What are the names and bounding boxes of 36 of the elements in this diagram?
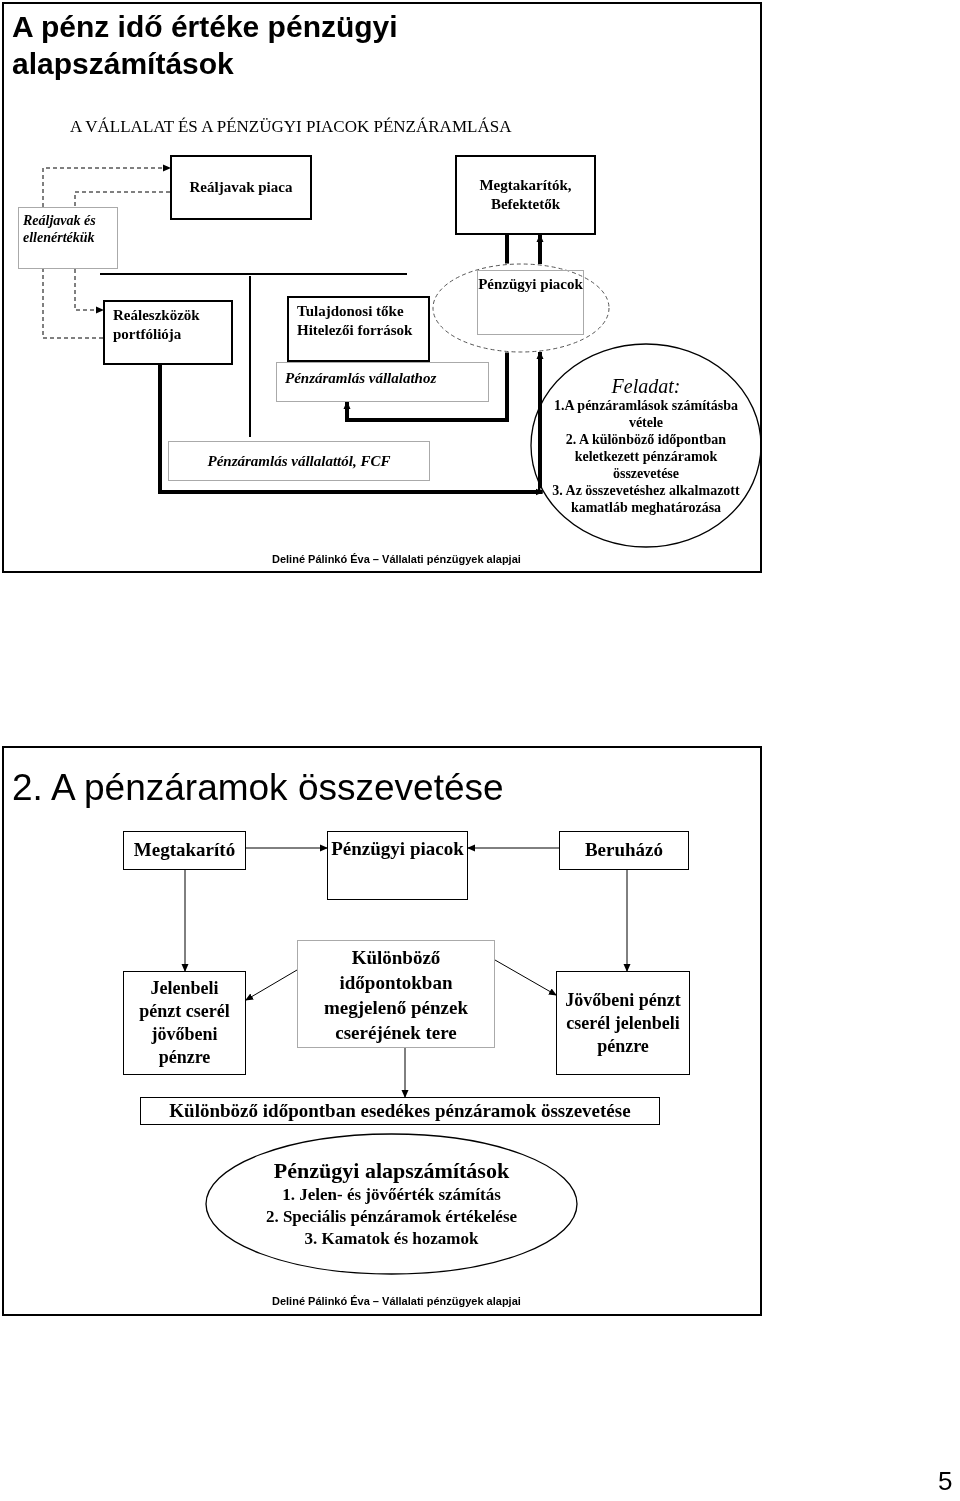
arrow xyxy=(494,959,557,996)
arrow xyxy=(158,365,544,496)
footer-text: Deliné Pálinkó Éva – Vállalati pénzügyek alapjai xyxy=(272,1294,521,1309)
process-box: Reáljavak piaca xyxy=(170,155,312,220)
page-number: 5 xyxy=(938,1465,953,1498)
flow-label-box: Pénzáramlás vállalattól, FCF xyxy=(168,441,430,481)
arrow xyxy=(623,869,631,972)
arrow xyxy=(245,969,298,1001)
arrow xyxy=(181,869,189,972)
process-box: Pénzügyi piacok xyxy=(327,831,468,900)
task-circle: Feladat: 1.A pénzáramlások számításba vétele 2. A különböző időpontban keletkezett pénzáramok összevetése 3. Az összevetéshez alkalmazott kamatláb meghatározása xyxy=(530,343,762,548)
process-box: Jövőbeni pénzt cserél jelenbeli pénzre xyxy=(556,971,690,1075)
process-box: Megtakarító xyxy=(123,831,246,870)
subtitle: A VÁLLALAT ÉS A PÉNZÜGYI PIACOK PÉNZÁRAMLÁSA xyxy=(70,116,512,138)
arrow xyxy=(536,350,544,490)
process-box: Beruházó xyxy=(559,831,689,870)
flow-label-box: Pénzáramlás vállalathoz xyxy=(276,362,489,402)
result-box: Különböző időpontban esedékes pénzáramok összevetése xyxy=(140,1097,660,1125)
dashed-arrow xyxy=(74,268,104,314)
footer-text: Deliné Pálinkó Éva – Vállalati pénzügyek alapjai xyxy=(272,552,521,567)
arrow xyxy=(343,352,509,422)
process-box: Reáleszközök portfóliója xyxy=(103,300,233,365)
summary-ellipse: Pénzügyi alapszámítások 1. Jelen- és jövőérték számítás 2. Speciális pénzáramok értékelése 3. Kamatok és hozamok xyxy=(205,1133,578,1275)
process-box: Különböző időpontokban megjelenő pénzek cseréjének tere xyxy=(297,940,495,1048)
process-box: Jelenbeli pénzt cserél jövőbeni pénzre xyxy=(123,971,246,1075)
arrow xyxy=(401,1047,409,1098)
process-box: Megtakarítók, Befektetők xyxy=(455,155,596,235)
arrow xyxy=(467,844,560,852)
slide-title: A pénz idő értéke pénzügyi alapszámítások xyxy=(12,9,399,82)
text-box: Reáljavak és ellenértékük xyxy=(18,207,118,269)
arrow xyxy=(536,234,544,265)
arrow xyxy=(245,844,328,852)
process-box: Pénzügyi piacok xyxy=(477,270,584,335)
slide-heading: 2. A pénzáramok összevetése xyxy=(12,766,504,810)
dashed-arrow xyxy=(42,164,171,208)
process-box: Tulajdonosi tőke Hitelezői források xyxy=(287,296,430,362)
